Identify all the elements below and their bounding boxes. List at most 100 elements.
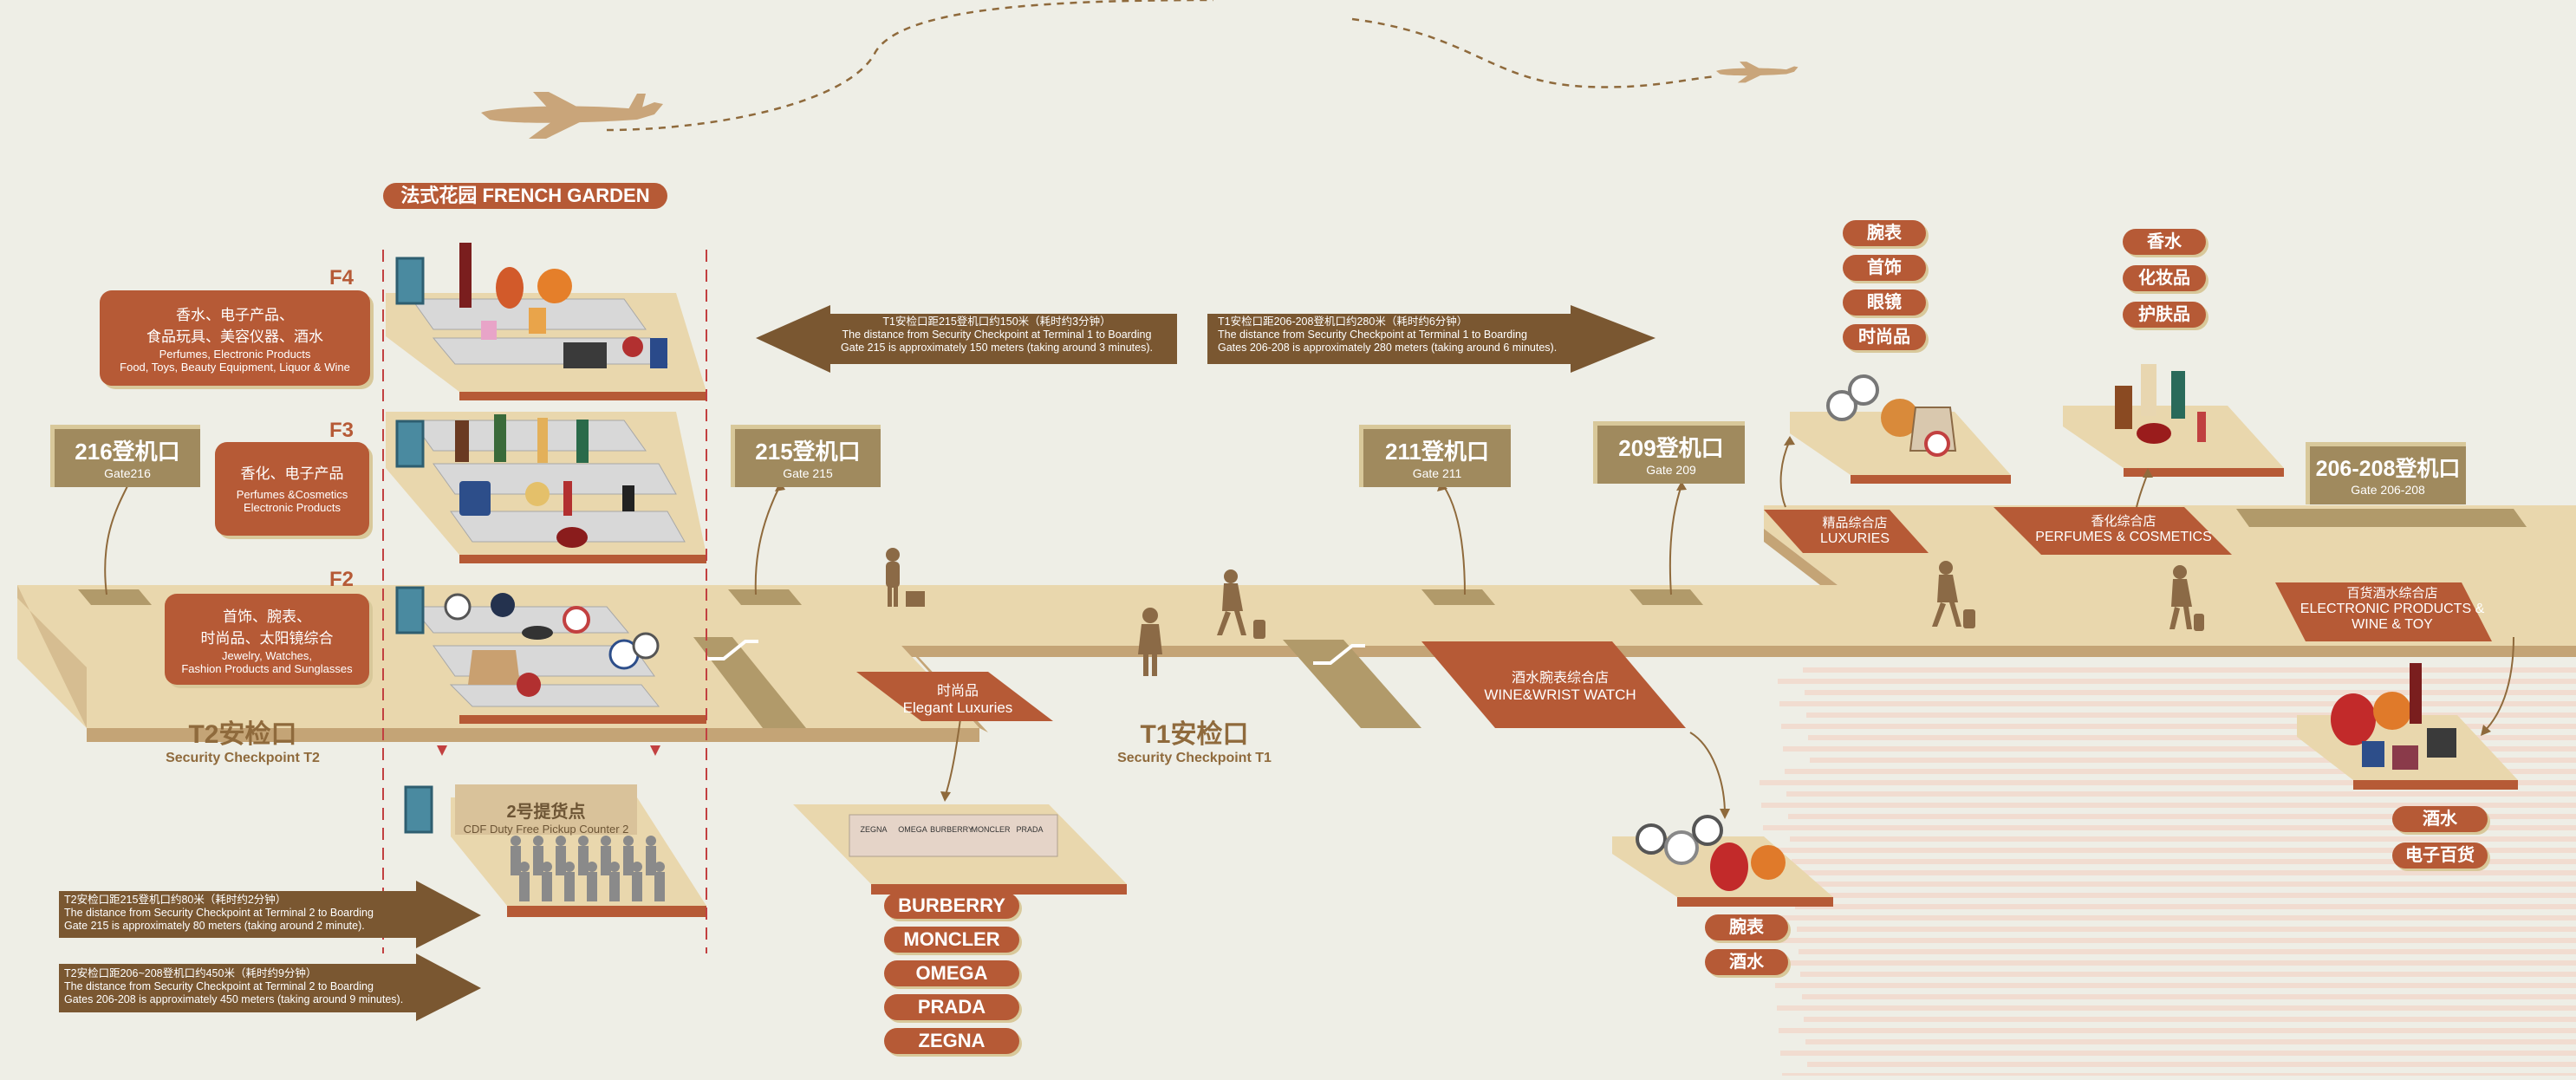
tag-pill: 时尚品 <box>1843 324 1926 350</box>
queue-person-icon <box>601 836 611 875</box>
f4-cn-1: 香水、电子产品、 <box>176 307 294 323</box>
tag-pill: 酒水 <box>1705 949 1788 975</box>
checkpoint-t2: T2安检口 Security Checkpoint T2 <box>113 712 373 766</box>
storefront-sign: PRADA <box>1016 825 1043 834</box>
floor-label-f4: F4 <box>329 266 355 290</box>
storefront-sign: OMEGA <box>898 825 927 834</box>
f2-en-1: Jewelry, Watches, <box>221 649 313 662</box>
gate-206-208-cn: 206-208登机口 <box>2315 457 2461 481</box>
queue-person-icon <box>632 862 642 901</box>
shop-elegant-en: Elegant Luxuries <box>902 699 1013 716</box>
floor-f4-info: 香水、电子产品、 食品玩具、美容仪器、酒水 Perfumes, Electron… <box>100 290 370 386</box>
gate-209-cn: 209登机口 <box>1618 435 1724 461</box>
queue-person-icon <box>623 836 634 875</box>
floor-label-f3: F3 <box>329 419 355 442</box>
stripe <box>1760 780 2576 785</box>
shop-perfumes-en: PERFUMES & COSMETICS <box>2035 530 2212 544</box>
queue-person-icon <box>519 862 530 901</box>
queue-person-icon <box>654 862 665 901</box>
stripe <box>1765 848 2576 853</box>
floor-label-f2: F2 <box>329 568 355 591</box>
floor-f2-info: 首饰、腕表、 时尚品、太阳镜综合 Jewelry, Watches, Fashi… <box>165 594 369 685</box>
gate-209-en: Gate 209 <box>1646 463 1696 477</box>
gate-211-cn: 211登机口 <box>1385 439 1489 465</box>
brand-pill: OMEGA <box>884 960 1019 986</box>
stripe <box>1792 859 2576 864</box>
stripe <box>1779 701 2576 706</box>
stripe <box>1768 893 2576 898</box>
tag-pill: 酒水 <box>2392 806 2488 832</box>
distance-t2-215-cn: T2安检口距215登机口约80米（耗时约2分钟） <box>64 894 287 906</box>
stripe <box>1803 667 2576 673</box>
stripe <box>1772 938 2576 943</box>
pickup-counter <box>451 784 706 917</box>
distance-t1-206-cn: T1安检口距206-208登机口约280米（耗时约6分钟） <box>1218 316 1468 328</box>
brand-pill: MONCLER <box>884 927 1019 953</box>
tag-pill: 电子百货 <box>2392 843 2488 869</box>
queue-person-icon <box>646 836 656 875</box>
escalator-icon <box>706 640 1365 665</box>
f4-cn-2: 食品玩具、美容仪器、酒水 <box>146 329 323 345</box>
gate-216-cn: 216登机口 <box>75 439 180 465</box>
stripe <box>1777 1005 2576 1011</box>
pickup-counter-label: 2号提货点 CDF Duty Free Pickup Counter 2 <box>455 797 637 836</box>
f4-en-2: Food, Toys, Beauty Equipment, Liquor & W… <box>120 361 350 374</box>
flight-path <box>606 0 1717 132</box>
stripe <box>1802 994 2576 999</box>
shop-electronic-en-1: ELECTRONIC PRODUCTS & <box>2300 602 2485 616</box>
stripe <box>1780 1051 2576 1056</box>
airplane-icon <box>481 92 663 139</box>
stripe <box>1810 758 2576 763</box>
stripe <box>1804 1017 2576 1022</box>
distance-t2-215: T2安检口距215登机口约80米（耗时约2分钟） The distance fr… <box>64 894 428 933</box>
gate-211-box: 211登机口 Gate 211 <box>1359 425 1511 487</box>
elevator-icon <box>395 257 433 834</box>
stripe <box>1793 882 2576 887</box>
shop-elegant-label: 时尚品 Elegant Luxuries <box>880 679 1036 717</box>
stripe <box>1783 746 2576 751</box>
f3-en-1: Perfumes &Cosmetics <box>236 488 348 501</box>
f2-en-2: Fashion Products and Sunglasses <box>181 662 353 675</box>
stripe <box>1797 927 2576 932</box>
gate-215-box: 215登机口 Gate 215 <box>731 425 881 487</box>
shop-wine-watch-label: 酒水腕表综合店 WINE&WRIST WATCH <box>1465 666 1656 704</box>
shop-elegant-cn: 时尚品 <box>936 684 979 699</box>
stripe <box>1785 769 2576 774</box>
shop-luxuries-cn: 精品综合店 <box>1822 516 1888 530</box>
shop-luxuries-en: LUXURIES <box>1819 531 1890 546</box>
distance-t1-206-en-1: The distance from Security Checkpoint at… <box>1218 329 1527 341</box>
queue-person-icon <box>533 836 543 875</box>
stripe <box>1761 803 2576 808</box>
stripe <box>1786 791 2576 797</box>
brand-pill: BURBERRY <box>884 893 1019 919</box>
shop-wine-watch-en: WINE&WRIST WATCH <box>1484 686 1636 703</box>
distance-t1-215: T1安检口距215登机口约150米（耗时约3分钟） The distance f… <box>815 316 1179 355</box>
gate-215-en: Gate 215 <box>783 466 833 480</box>
shop-sign-bands <box>856 507 2492 728</box>
gate-211-en: Gate 211 <box>1412 466 1462 480</box>
distance-t1-206-en-2: Gates 206-208 is approximately 280 meter… <box>1218 342 1558 354</box>
stripe <box>1805 1039 2576 1044</box>
distance-t1-206: T1安检口距206-208登机口约280米（耗时约6分钟） The distan… <box>1218 316 1582 355</box>
gate-216-en: Gate216 <box>104 466 151 480</box>
gate-209-box: 209登机口 Gate 209 <box>1593 421 1745 484</box>
stripe <box>1800 972 2576 977</box>
queue-person-icon <box>564 862 575 901</box>
stripe <box>1763 825 2576 830</box>
floor-f3-info: 香化、电子产品 Perfumes &Cosmetics Electronic P… <box>215 442 369 536</box>
queue-person-icon <box>578 836 589 875</box>
shop-electronic-en-2: WINE & TOY <box>2352 617 2433 632</box>
queue-person-icon <box>542 862 552 901</box>
tag-pill: 腕表 <box>1843 220 1926 246</box>
gate-215-cn: 215登机口 <box>755 439 861 465</box>
airplane-icon <box>1716 62 1799 83</box>
traveler-icons <box>886 548 2204 676</box>
brand-pill: ZEGNA <box>884 1028 1019 1054</box>
distance-t1-215-en-2: Gate 215 is approximately 150 meters (ta… <box>841 342 1153 354</box>
gate-216-box: 216登机口 Gate216 <box>50 425 200 487</box>
shop-electronic-cn: 百货酒水综合店 <box>2346 586 2438 601</box>
shop-wine-watch-cn: 酒水腕表综合店 <box>1511 671 1609 686</box>
